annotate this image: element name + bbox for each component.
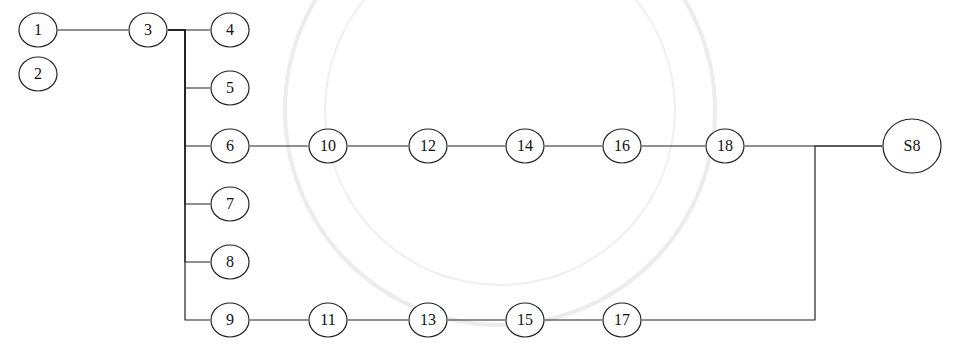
precedence-line [642, 145, 705, 146]
precedence-line [168, 30, 210, 146]
node-number: 17 [614, 312, 630, 328]
activity-circle: S8 [882, 118, 942, 174]
precedence-line [168, 30, 210, 88]
node-number: 1 [34, 22, 42, 38]
activity-circle: 2 [18, 56, 58, 92]
activity-circle: 12 [408, 128, 448, 164]
node-number: 11 [320, 312, 335, 328]
precedence-line [58, 29, 128, 30]
precedence-line [348, 145, 408, 146]
precedence-line [545, 319, 602, 320]
node-number: 15 [517, 312, 533, 328]
precedence-line [250, 145, 308, 146]
activity-circle: 14 [505, 128, 545, 164]
activity-circle: 5 [210, 70, 250, 106]
node-number: 6 [226, 138, 234, 154]
node-number: 8 [226, 254, 234, 270]
node-number: 14 [517, 138, 533, 154]
precedence-line [448, 145, 505, 146]
precedence-line [168, 30, 210, 320]
activity-circle: 9 [210, 302, 250, 338]
activity-circle: 6 [210, 128, 250, 164]
node-number: 13 [420, 312, 436, 328]
node-number: 16 [614, 138, 630, 154]
activity-circle: 8 [210, 244, 250, 280]
node-number: 2 [34, 66, 42, 82]
activity-circle: 3 [128, 12, 168, 48]
activity-circle: 18 [705, 128, 745, 164]
activity-circle: 7 [210, 186, 250, 222]
node-number: 7 [226, 196, 234, 212]
activity-circle: 16 [602, 128, 642, 164]
activity-circle: 4 [210, 12, 250, 48]
node-number: 18 [717, 138, 733, 154]
activity-circle: 13 [408, 302, 448, 338]
precedence-line [168, 30, 210, 204]
precedence-line [545, 145, 602, 146]
precedence-line [642, 146, 882, 320]
node-number: 3 [144, 22, 152, 38]
precedence-line [168, 30, 210, 262]
activity-circle: 10 [308, 128, 348, 164]
precedence-line [448, 319, 505, 320]
precedence-line [250, 319, 308, 320]
node-number: 9 [226, 312, 234, 328]
node-number: S8 [904, 138, 921, 154]
precedence-line [348, 319, 408, 320]
node-number: 5 [226, 80, 234, 96]
activity-circle: 15 [505, 302, 545, 338]
activity-circle: 17 [602, 302, 642, 338]
node-number: 10 [320, 138, 336, 154]
node-number: 4 [226, 22, 234, 38]
activity-circle: 11 [308, 302, 348, 338]
node-number: 12 [420, 138, 436, 154]
activity-circle: 1 [18, 12, 58, 48]
